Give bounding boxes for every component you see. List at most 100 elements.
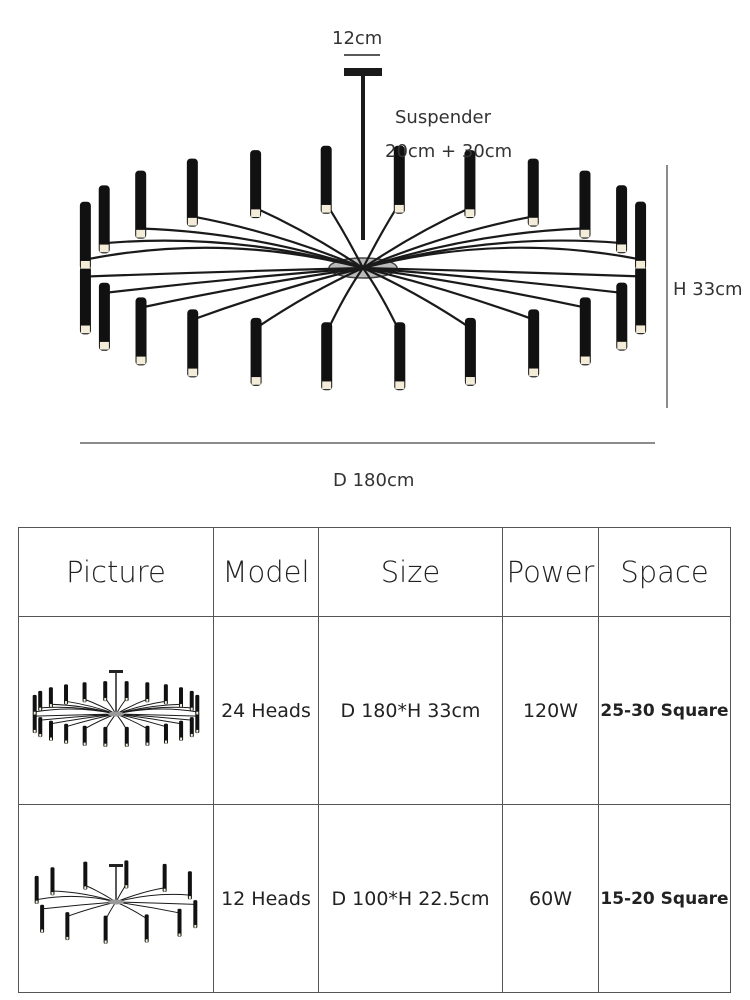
lamp-glow	[39, 707, 42, 710]
arm	[362, 246, 641, 270]
lamp-tube	[124, 726, 129, 747]
lamp-tube	[163, 683, 168, 704]
lamp-glow	[190, 707, 193, 710]
canopy	[109, 669, 123, 673]
lamp-glow	[395, 381, 405, 390]
lamp-tube	[616, 282, 628, 351]
lamp-glow	[146, 698, 149, 702]
arm	[362, 266, 471, 329]
lamp-tube	[135, 297, 147, 366]
arm	[362, 206, 471, 269]
thumb-lamps	[32, 680, 200, 747]
lamp-glow	[80, 260, 90, 269]
suspender-length-label: 20cm + 30cm	[385, 141, 513, 162]
lamp-tube	[64, 683, 69, 704]
table-header-row: Picture Model Size Power Space	[18, 527, 731, 617]
arm	[85, 266, 364, 278]
lamp-tube	[38, 716, 43, 737]
lamp-tube	[145, 681, 150, 702]
lamp-tube	[124, 859, 129, 888]
arm	[36, 895, 117, 902]
thumb-lamps	[34, 859, 198, 944]
header-space: Space	[598, 527, 731, 617]
lamp-glow	[66, 936, 69, 940]
lamp-tube	[464, 150, 476, 219]
lamp-glow	[465, 377, 475, 385]
diameter-label: D 180cm	[333, 470, 415, 491]
lamp-glow	[164, 700, 167, 704]
lamp-tube	[40, 904, 45, 933]
lamp-glow	[394, 204, 404, 213]
lamp-tube	[187, 870, 192, 899]
arm	[42, 901, 117, 909]
arm	[255, 206, 364, 269]
arm	[115, 708, 198, 714]
lamp-glow	[83, 698, 86, 702]
lamp-tube	[65, 911, 70, 940]
lamp-glow	[125, 884, 128, 888]
lamp-glow	[636, 325, 646, 334]
lamp-tube	[32, 712, 37, 733]
lamp-tube	[83, 861, 88, 890]
lamp-tube	[189, 716, 194, 737]
lamp-glow	[33, 711, 36, 715]
lamp-glow	[194, 924, 197, 928]
canopy	[344, 68, 382, 76]
size-cell: D 180*H 33cm	[318, 616, 503, 805]
lamp-glow	[145, 938, 148, 942]
lamp-glow	[187, 217, 197, 226]
lamp-tube	[528, 309, 540, 378]
lamp-glow	[33, 729, 36, 733]
lamp-tube	[635, 201, 647, 270]
lamp-tube	[635, 266, 647, 335]
lamp-glow	[180, 737, 183, 740]
suspender-label: Suspender	[395, 107, 492, 128]
arm	[362, 215, 534, 270]
lamp-tube	[32, 694, 37, 715]
lamp-tube	[177, 908, 182, 937]
lamp-glow	[35, 900, 38, 903]
lamp-glow	[99, 244, 109, 253]
size-cell: D 100*H 22.5cm	[318, 804, 503, 993]
lamp-tube	[34, 875, 39, 904]
arm	[104, 239, 364, 270]
lamp-glow	[580, 229, 590, 238]
lamp-tube	[98, 185, 110, 254]
lamp-glow	[65, 700, 68, 704]
lamp-glow	[49, 737, 52, 740]
lamp-tube	[179, 720, 184, 741]
lamp-glow	[190, 733, 193, 737]
lamp-tube	[103, 726, 108, 747]
arm	[362, 266, 622, 294]
arm	[192, 266, 364, 321]
lamp-glow	[83, 742, 86, 745]
lamp-glow	[529, 368, 539, 377]
lamp-tube	[579, 297, 591, 366]
header-picture: Picture	[18, 527, 214, 617]
space-cell: 15-20 Square	[598, 804, 731, 993]
lamp-tube	[103, 680, 108, 701]
lamp-glow	[99, 341, 109, 350]
model-cell: 24 Heads	[213, 616, 319, 805]
arm	[255, 266, 364, 329]
lamp-glow	[104, 939, 107, 943]
picture-cell	[18, 616, 214, 805]
lamp-tube	[79, 201, 91, 270]
lamp-tube	[186, 158, 198, 227]
lamp-tube	[195, 712, 200, 733]
chandelier-illustration	[79, 54, 668, 444]
picture-cell	[18, 804, 214, 993]
lamp-tube	[616, 185, 628, 254]
arm	[52, 890, 117, 902]
lamp-glow	[125, 743, 128, 746]
canopy-width-label: 12cm	[332, 28, 383, 49]
lamp-glow	[196, 729, 199, 733]
lamp-tube	[103, 915, 108, 944]
lamp-tube	[82, 681, 87, 702]
lamp-glow	[84, 885, 87, 889]
lamp-tube	[79, 266, 91, 335]
model-cell: 12 Heads	[213, 804, 319, 993]
arm	[85, 884, 117, 902]
lamp-tube	[48, 686, 53, 707]
arm	[362, 227, 586, 270]
